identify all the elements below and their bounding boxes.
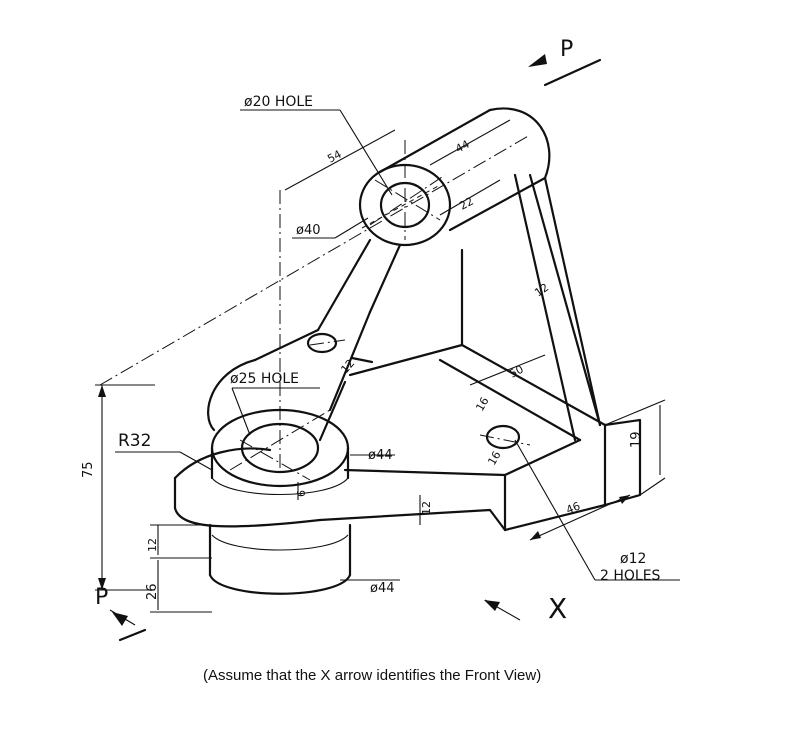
label-46: 46 bbox=[564, 499, 582, 516]
view-arrows bbox=[109, 54, 602, 642]
label-22: 22 bbox=[457, 195, 475, 213]
label-x-view: X bbox=[548, 592, 567, 625]
label-75: 75 bbox=[81, 461, 96, 478]
label-2-holes: 2 HOLES bbox=[600, 568, 661, 584]
label-12-base: 12 bbox=[420, 501, 433, 515]
label-12-left: 12 bbox=[146, 538, 159, 552]
label-50: 50 bbox=[507, 363, 525, 381]
label-12-right: 12 bbox=[532, 281, 551, 300]
dimension-lines bbox=[95, 109, 680, 613]
caption: (Assume that the X arrow identifies the … bbox=[203, 667, 541, 684]
label-54: 54 bbox=[325, 148, 343, 166]
label-40: ø40 bbox=[296, 223, 321, 238]
label-19: 19 bbox=[629, 431, 644, 448]
label-hole20: ø20 HOLE bbox=[244, 94, 313, 110]
label-hole12: ø12 bbox=[620, 551, 646, 567]
label-p-bottom: P bbox=[95, 585, 108, 610]
label-hole25: ø25 HOLE bbox=[230, 371, 299, 387]
label-44-mid: ø44 bbox=[368, 448, 393, 463]
label-16-a: 16 bbox=[473, 395, 491, 414]
label-44-top: 44 bbox=[453, 138, 471, 156]
label-44-bottom: ø44 bbox=[370, 581, 395, 596]
label-26: 26 bbox=[145, 583, 160, 600]
label-16-b: 16 bbox=[485, 449, 503, 468]
label-6: 6 bbox=[295, 490, 308, 497]
center-lines bbox=[99, 134, 531, 481]
object-outline bbox=[173, 107, 642, 595]
label-p-top: P bbox=[560, 37, 573, 62]
label-r32: R32 bbox=[118, 431, 151, 451]
